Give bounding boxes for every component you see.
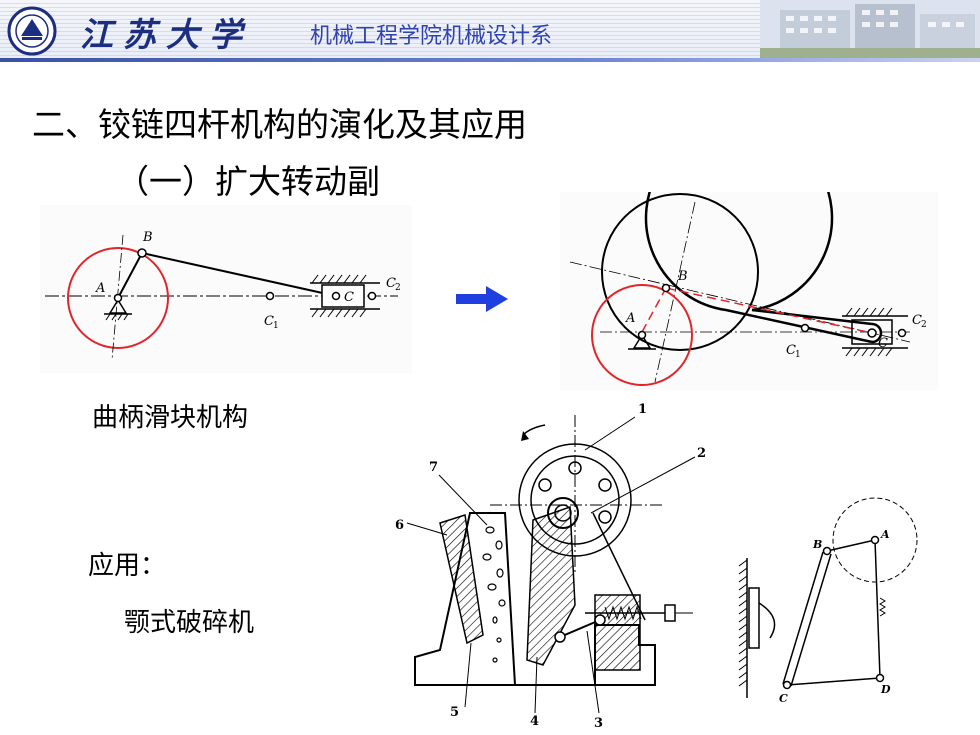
label-c2-sub: 2 — [395, 283, 401, 293]
part-number-2: 2 — [697, 446, 706, 461]
four-bar-linkage-diagram: A B C D — [738, 497, 918, 705]
label-a: A — [880, 528, 890, 541]
label-c2: C — [386, 276, 396, 291]
label-c2: C — [912, 313, 922, 328]
crank-slider-figure: B A C C 1 C 2 — [40, 205, 412, 373]
label-b: B — [812, 538, 822, 551]
label-c1-sub: 1 — [273, 321, 279, 331]
part-number-1: 1 — [638, 402, 647, 417]
jaw-crusher-figure: 1 2 3 4 5 6 7 — [395, 395, 735, 731]
label-b: B — [142, 230, 153, 245]
label-c2-sub: 2 — [921, 320, 927, 330]
label-c1-sub: 1 — [795, 350, 801, 360]
slide-title: 二、铰链四杆机构的演化及其应用 — [32, 105, 527, 144]
application-name: 颚式破碎机 — [124, 608, 255, 638]
label-c1: C — [264, 314, 274, 329]
eccentric-diagram: B A C C 1 C 2 — [569, 123, 927, 386]
transform-arrow-icon — [456, 286, 508, 312]
label-c1: C — [786, 343, 796, 358]
label-c: C — [779, 692, 788, 705]
crank-slider-caption: 曲柄滑块机构 — [92, 403, 249, 433]
header-banner: 江苏大学 机械工程学院机械设计系 — [0, 0, 980, 62]
part-number-4: 4 — [530, 714, 539, 729]
part-number-6: 6 — [395, 518, 404, 533]
label-a: A — [625, 311, 635, 326]
crank-slider-diagram: B A C C 1 C 2 — [45, 230, 401, 361]
part-number-5: 5 — [450, 705, 459, 720]
part-number-3: 3 — [594, 716, 603, 730]
campus-building-image — [760, 0, 980, 58]
university-name: 江苏大学 — [80, 15, 252, 54]
university-seal-icon — [7, 6, 57, 56]
part-number-7: 7 — [429, 460, 438, 475]
four-bar-linkage-figure: A B C D — [735, 488, 925, 713]
label-a: A — [95, 281, 105, 296]
application-label: 应用： — [88, 551, 167, 581]
header-rule — [0, 58, 980, 62]
jaw-crusher-diagram: 1 2 3 4 5 6 7 — [395, 402, 706, 731]
department-name: 机械工程学院机械设计系 — [310, 24, 553, 49]
label-b: B — [677, 269, 688, 284]
label-d: D — [880, 683, 891, 696]
slide-subtitle: （一）扩大转动副 — [116, 162, 380, 201]
label-c: C — [878, 336, 888, 351]
label-c: C — [344, 290, 354, 305]
eccentric-figure: B A C C 1 C 2 — [560, 123, 938, 390]
